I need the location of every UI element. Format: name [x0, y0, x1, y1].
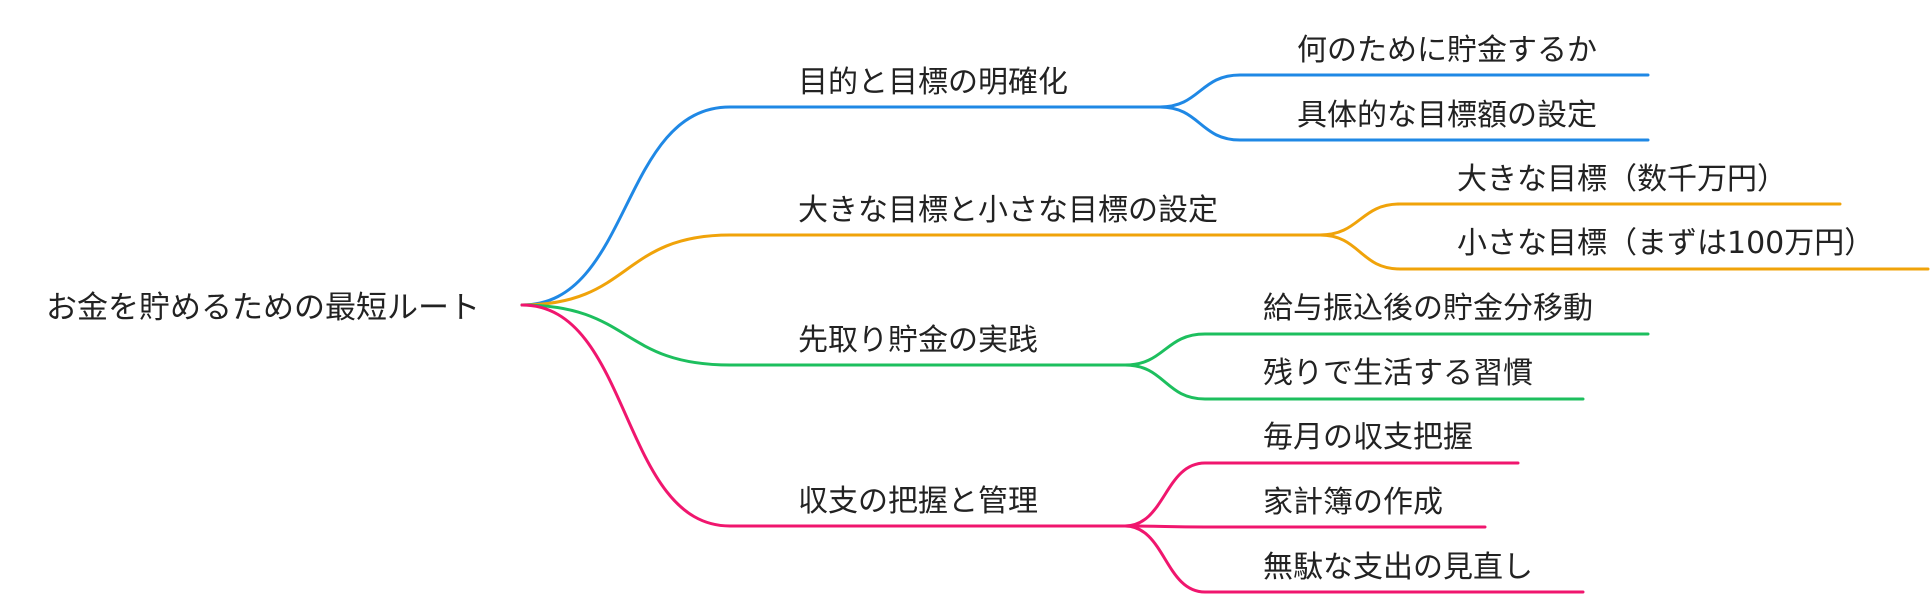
branch-connector-line [520, 303, 1127, 367]
branch-node-label: 先取り貯金の実践 [798, 323, 1038, 358]
leaf-node-label: 何のために貯金するか [1297, 33, 1597, 68]
leaf-connector-line [1158, 73, 1650, 109]
leaf-connector-line [1318, 233, 1930, 271]
leaf-node-label: 毎月の収支把握 [1263, 420, 1473, 455]
leaf-connector-line [1123, 332, 1650, 367]
leaf-node-label: 具体的な目標額の設定 [1297, 98, 1597, 133]
leaf-connector-line [1318, 202, 1842, 237]
leaf-connector-line [1123, 524, 1585, 594]
leaf-connector-line [1123, 461, 1520, 528]
leaf-node-label: 小さな目標（まずは100万円） [1457, 226, 1874, 261]
root-node-label: お金を貯めるための最短ルート [46, 290, 480, 326]
leaf-connector-line [1123, 363, 1585, 401]
branch-connector-line [520, 105, 1162, 307]
branch-connector-line [520, 303, 1127, 528]
branch-connector-line [520, 233, 1322, 307]
leaf-node-label: 給与振込後の貯金分移動 [1263, 291, 1593, 326]
branch-node-label: 収支の把握と管理 [798, 484, 1038, 519]
leaf-connector-line [1123, 524, 1487, 529]
edges-layer [520, 73, 1930, 594]
leaf-connector-line [1158, 105, 1650, 142]
leaf-node-label: 残りで生活する習慣 [1263, 356, 1533, 391]
leaf-node-label: 家計簿の作成 [1263, 485, 1443, 520]
branch-node-label: 大きな目標と小さな目標の設定 [798, 193, 1218, 228]
leaf-node-label: 大きな目標（数千万円） [1457, 162, 1787, 197]
branch-node-label: 目的と目標の明確化 [798, 65, 1068, 100]
leaf-node-label: 無駄な支出の見直し [1263, 550, 1533, 585]
